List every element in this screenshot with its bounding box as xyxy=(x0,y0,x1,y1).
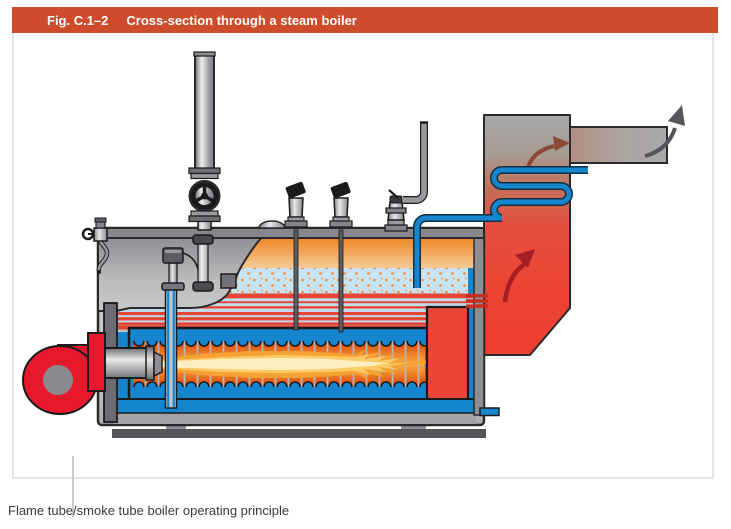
figure-panel xyxy=(12,7,714,479)
figure-number: Fig. C.1–2 xyxy=(47,12,109,28)
figure-title: Cross-section through a steam boiler xyxy=(126,12,357,28)
figure-header: Fig. C.1–2 Cross-section through a steam… xyxy=(12,7,718,33)
figure-caption: Flame tube/smoke tube boiler operating p… xyxy=(8,503,290,518)
